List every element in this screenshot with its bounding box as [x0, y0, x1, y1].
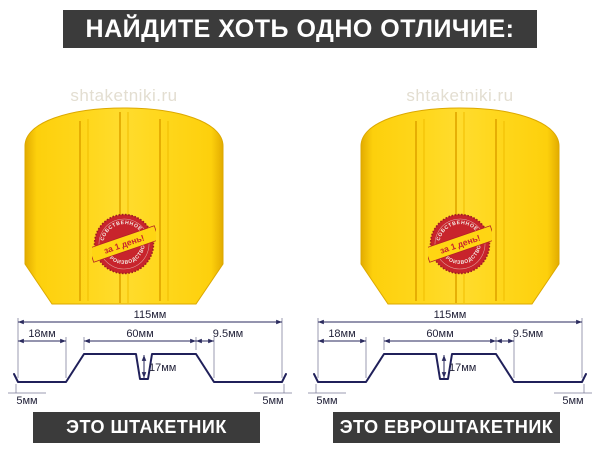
dim-right-slope: 9.5мм	[513, 328, 543, 340]
picket-profile-section	[313, 353, 587, 383]
dim-right-slope: 9.5мм	[213, 328, 243, 340]
panel-shtaketnik: shtaketniki.ru СОБСТВЕННОЕ ПРОИЗВОДСТВО	[0, 54, 300, 443]
one-day-stamp: СОБСТВЕННОЕ ПРОИЗВОДСТВО за 1 день!	[428, 212, 492, 276]
panel-evroshtaketnik: shtaketniki.ru СОБСТВЕННОЕ ПРОИЗВОДСТВО	[300, 54, 600, 443]
panel-label-shtaketnik: ЭТО ШТАКЕТНИК	[33, 412, 260, 443]
dim-top-width: 60мм	[426, 328, 453, 340]
picket-body	[24, 107, 224, 305]
dim-left-hem: 5мм	[16, 395, 37, 406]
page-title: НАЙДИТЕ ХОТЬ ОДНО ОТЛИЧИЕ:	[63, 10, 537, 48]
dim-right-hem: 5мм	[562, 395, 583, 406]
dim-left-flat: 18мм	[328, 328, 355, 340]
dimension-lines	[18, 319, 282, 378]
dim-total-width: 115мм	[134, 309, 167, 321]
picket-body	[360, 107, 560, 305]
dim-left-flat: 18мм	[28, 328, 55, 340]
dim-total-width: 115мм	[434, 309, 467, 321]
dim-depth: 17мм	[449, 362, 476, 374]
picket-right: shtaketniki.ru СОБСТВЕННОЕ ПРОИЗВОДСТВО	[350, 54, 570, 306]
dimension-labels: 115мм 18мм 60мм 9.5мм 17мм 5мм 5мм	[316, 309, 583, 406]
dimension-labels: 115мм 18мм 60мм 9.5мм 17мм 5мм 5мм	[16, 309, 283, 406]
dim-top-width: 60мм	[126, 328, 153, 340]
picket-profile-section	[13, 353, 287, 383]
dim-depth: 17мм	[149, 362, 176, 374]
dimension-drawing: 115мм 18мм 60мм 9.5мм 17мм 5мм 5мм	[8, 309, 292, 406]
dim-left-hem: 5мм	[316, 395, 337, 406]
one-day-stamp: СОБСТВЕННОЕ ПРОИЗВОДСТВО за 1 день!	[92, 212, 156, 276]
extension-lines	[8, 318, 292, 394]
dim-right-hem: 5мм	[262, 395, 283, 406]
panel-label-evroshtaketnik: ЭТО ЕВРОШТАКЕТНИК	[333, 412, 560, 443]
dimension-drawing: 115мм 18мм 60мм 9.5мм 17мм 5мм 5мм	[308, 309, 592, 406]
picket-left: shtaketniki.ru СОБСТВЕННОЕ ПРОИЗВОДСТВО	[14, 54, 234, 306]
dimension-lines	[318, 319, 582, 378]
